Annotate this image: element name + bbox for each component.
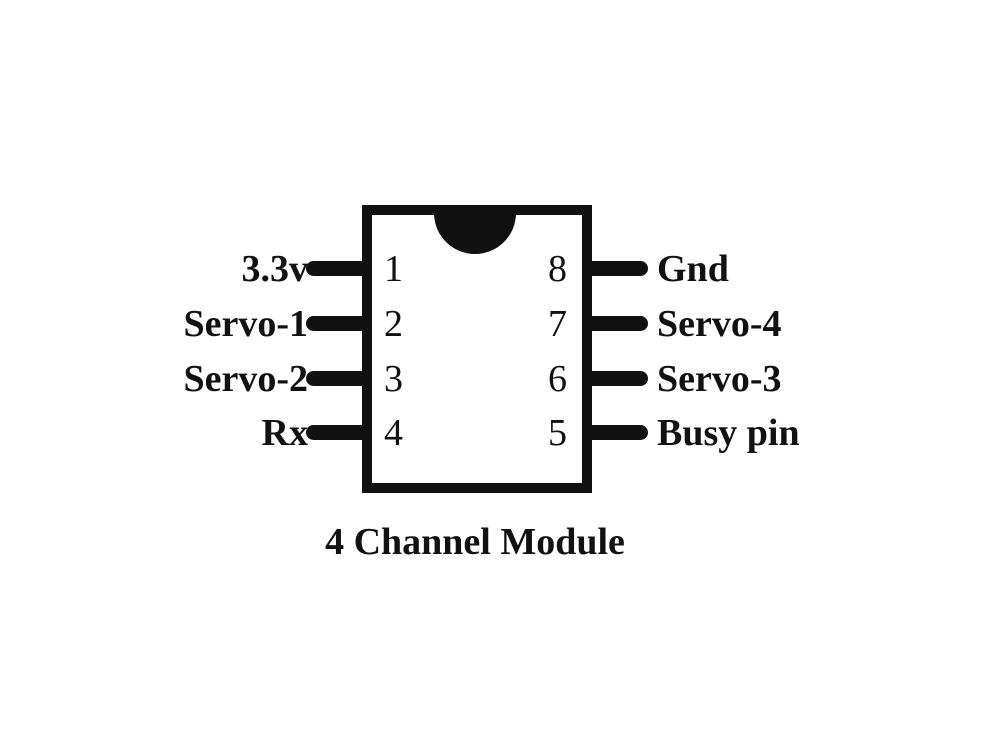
- pin-label: Gnd: [657, 248, 729, 290]
- pin-number: 3: [384, 358, 403, 400]
- pin-lead-3: [306, 371, 372, 386]
- pin-lead-1: [306, 261, 372, 276]
- pin-lead-2: [306, 316, 372, 331]
- pin-label: Busy pin: [657, 412, 800, 454]
- pin-lead-5: [582, 425, 648, 440]
- pin-label: 3.3v: [241, 248, 309, 290]
- pin-number: 6: [548, 358, 567, 400]
- pin-number: 8: [548, 248, 567, 290]
- pin-number: 4: [384, 412, 403, 454]
- pin-label: Rx: [261, 412, 308, 454]
- pin-label: Servo-3: [657, 358, 782, 400]
- pin-label: Servo-4: [657, 303, 782, 345]
- pin-number: 2: [384, 303, 403, 345]
- pin-number: 5: [548, 412, 567, 454]
- pin-lead-7: [582, 316, 648, 331]
- pin-lead-6: [582, 371, 648, 386]
- pin-number: 1: [384, 248, 403, 290]
- diagram-title: 4 Channel Module: [325, 521, 625, 563]
- pin-number: 7: [548, 303, 567, 345]
- pin-lead-4: [306, 425, 372, 440]
- pin-label: Servo-2: [183, 358, 308, 400]
- pin-lead-8: [582, 261, 648, 276]
- pin-label: Servo-1: [183, 303, 308, 345]
